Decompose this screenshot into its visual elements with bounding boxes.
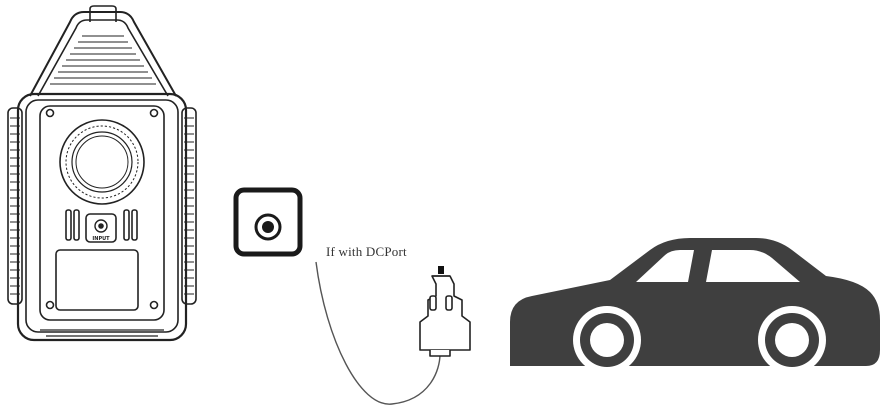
charging-cable [315, 261, 441, 405]
car-icon [510, 238, 880, 374]
car-charger-plug-icon [419, 266, 471, 357]
dc-port-annotation: If with DCPort [326, 244, 407, 259]
dc-port-icon [233, 187, 303, 257]
power-station-icon [7, 5, 197, 342]
input-port-label: INPUT [92, 236, 110, 242]
